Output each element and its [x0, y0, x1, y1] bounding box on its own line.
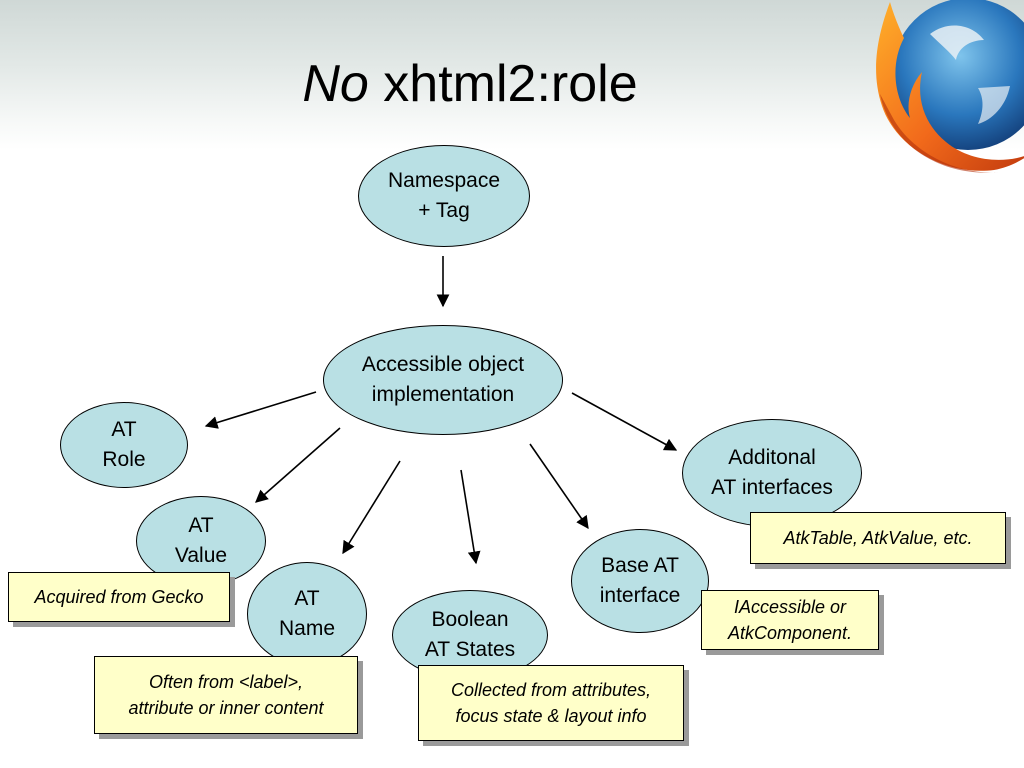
note-atktable-line1: AtkTable, AtkValue, etc.: [783, 528, 973, 548]
node-at-name: AT Name: [247, 562, 367, 666]
note-iaccessible: IAccessible or AtkComponent.: [701, 590, 879, 650]
arrow-to-at-name: [342, 460, 401, 555]
note-collected-from-attributes: Collected from attributes, focus state & …: [418, 665, 684, 741]
node-at-role-line2: Role: [102, 448, 146, 471]
node-boolean-states-line2: AT States: [424, 638, 516, 661]
note-iaccessible-line2: AtkComponent.: [727, 623, 853, 643]
note-often-from-label: Often from <label>, attribute or inner co…: [94, 656, 358, 734]
node-at-role: AT Role: [60, 402, 188, 488]
title-emphasis: No: [302, 55, 369, 113]
note-often-line2: attribute or inner content: [128, 698, 324, 718]
node-namespace-tag: Namespace + Tag: [358, 145, 530, 247]
note-acquired-from-gecko: Acquired from Gecko: [8, 572, 230, 622]
header-band: [0, 0, 1024, 150]
arrow-to-additional-interfaces: [571, 392, 678, 451]
note-iaccessible-line1: IAccessible or: [733, 597, 847, 617]
node-boolean-states-line1: Boolean: [431, 608, 509, 631]
node-accessible-object-line1: Accessible object: [361, 353, 525, 376]
node-at-name-line2: Name: [278, 617, 336, 640]
title-rest: xhtml2:role: [368, 55, 638, 113]
node-additional-interfaces-line2: AT interfaces: [711, 476, 833, 499]
arrow-to-boolean-states: [460, 469, 481, 565]
note-collected-line1: Collected from attributes,: [450, 680, 652, 700]
arrow-to-at-role: [204, 391, 317, 429]
node-namespace-tag-line1: Namespace: [387, 169, 501, 192]
arrow-to-at-value: [255, 427, 341, 503]
node-at-name-line1: AT: [294, 587, 320, 610]
note-collected-line2: focus state & layout info: [455, 706, 647, 726]
node-additional-interfaces: Additonal AT interfaces: [682, 419, 862, 527]
node-at-role-line1: AT: [111, 418, 137, 441]
node-at-value-line1: AT: [188, 514, 214, 537]
arrow-to-base-interface: [529, 443, 589, 530]
node-namespace-tag-line2: + Tag: [418, 199, 470, 222]
note-often-line1: Often from <label>,: [148, 672, 304, 692]
node-accessible-object-line2: implementation: [371, 383, 515, 406]
node-base-interface-line2: interface: [599, 584, 681, 607]
node-base-interface: Base AT interface: [571, 529, 709, 633]
node-accessible-object: Accessible object implementation: [323, 325, 563, 435]
note-acquired-line1: Acquired from Gecko: [34, 587, 204, 607]
node-at-value-line2: Value: [174, 544, 228, 567]
slide-title: No xhtml2:role: [0, 58, 940, 110]
node-at-value: AT Value: [136, 496, 266, 586]
node-additional-interfaces-line1: Additonal: [728, 446, 816, 469]
note-atktable: AtkTable, AtkValue, etc.: [750, 512, 1006, 564]
node-base-interface-line1: Base AT: [601, 554, 679, 577]
firefox-logo-icon: [876, 0, 1024, 173]
